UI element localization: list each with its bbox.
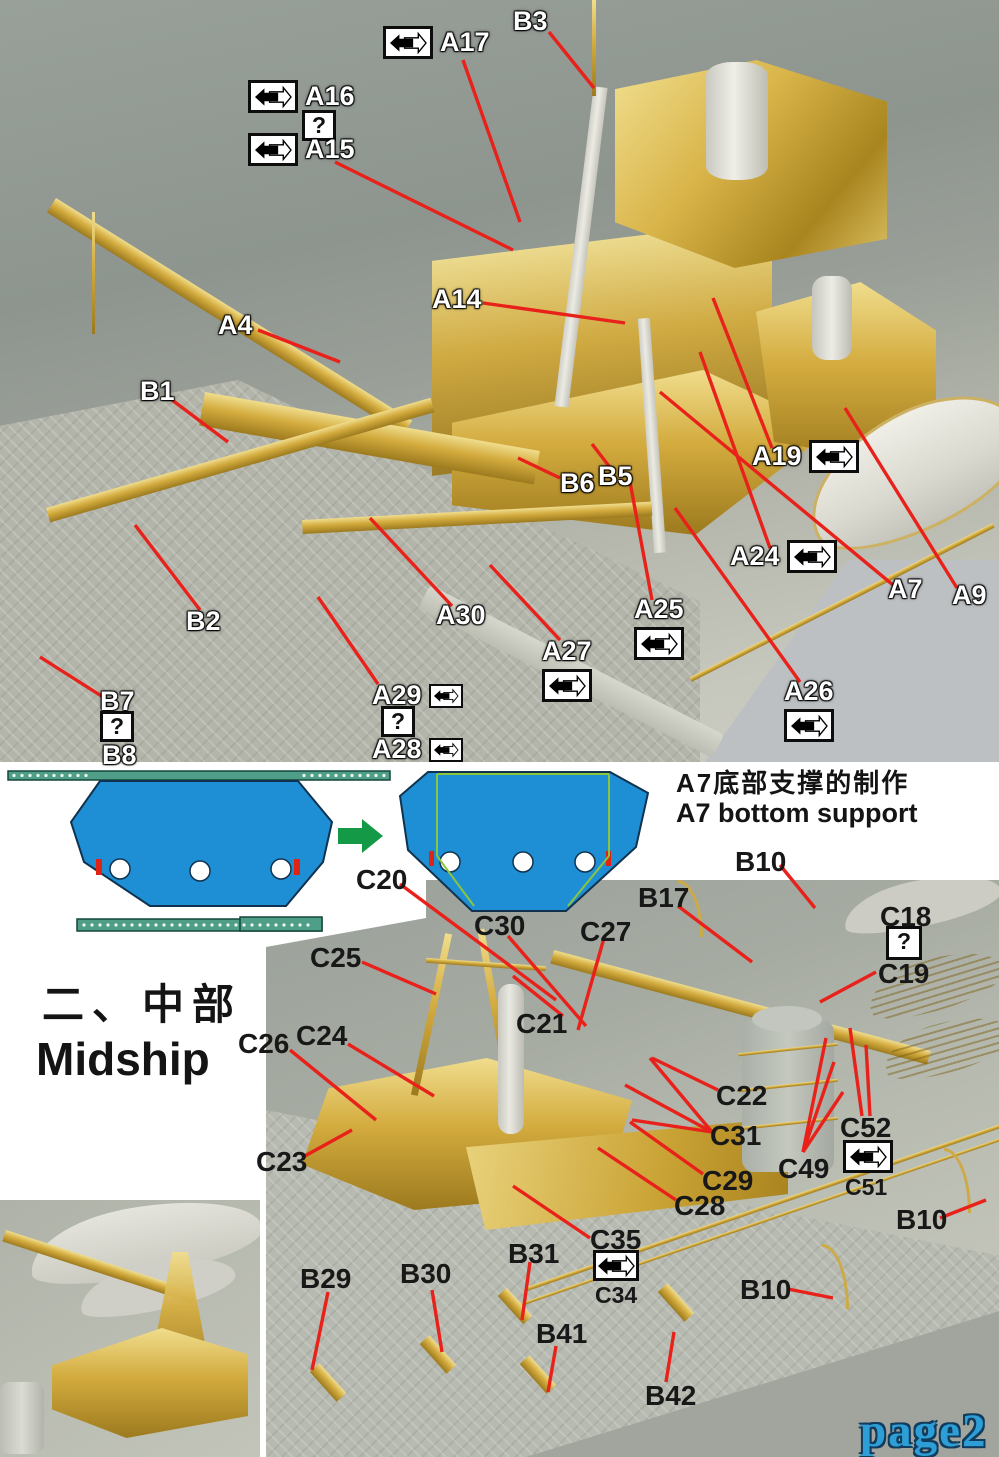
fold-icon	[808, 440, 859, 473]
crane-hook-cable	[92, 212, 95, 334]
part-label-b31: B31	[508, 1238, 560, 1269]
ventilator	[812, 276, 852, 360]
part-label-c25: C25	[310, 942, 362, 973]
part-label-c51: C51	[845, 1174, 888, 1200]
part-label-c27: C27	[580, 916, 632, 947]
etch-strip-bottom	[76, 918, 323, 932]
part-label-b10: B10	[735, 846, 787, 877]
part-label-c20: C20	[356, 864, 408, 895]
part-label-c35: C35	[590, 1224, 642, 1255]
inset-ventilator	[0, 1382, 44, 1454]
support-note-zh: A7底部支撑的制作	[676, 768, 910, 798]
part-label-a9: A9	[952, 580, 987, 610]
fold-icon	[593, 1250, 639, 1281]
fold-icon	[786, 540, 837, 573]
part-label-c26: C26	[238, 1028, 290, 1059]
part-label-b5: B5	[598, 461, 633, 491]
part-callout-a17: A17	[383, 26, 490, 59]
fold-icon	[428, 737, 463, 762]
part-label-b29: B29	[300, 1263, 352, 1294]
crane-kingpost	[498, 984, 524, 1134]
part-label-b1: B1	[140, 376, 175, 406]
transform-arrow	[338, 819, 383, 853]
question-icon: ?	[302, 110, 336, 141]
section-heading-zh: 二、中部	[42, 981, 243, 1028]
part-label-b7: B7	[100, 686, 135, 716]
fold-icon	[542, 669, 592, 702]
part-callout-a26: A26	[784, 678, 834, 742]
part-label-c19: C19	[878, 958, 930, 989]
funnel	[706, 62, 768, 180]
davit-2	[944, 1148, 971, 1213]
part-label-c28: C28	[674, 1190, 726, 1221]
director-tower-cap	[752, 1006, 822, 1032]
part-label-c29: C29	[702, 1165, 754, 1196]
part-label-a4: A4	[218, 310, 253, 340]
part-callout-a28: A28	[372, 736, 463, 763]
part-label-b30: B30	[400, 1258, 452, 1289]
inset-photo	[0, 1200, 260, 1457]
part-callout-a16: A16	[248, 80, 355, 113]
part-label-c23: C23	[256, 1146, 308, 1177]
fold-icon	[634, 627, 684, 660]
etch-strip-bottom-right	[239, 916, 323, 932]
part-callout-a19: A19	[752, 440, 859, 473]
part-label-c22: C22	[716, 1080, 768, 1111]
part-label-c30: C30	[474, 910, 526, 941]
support-note-en: A7 bottom support	[676, 798, 918, 828]
part-callout-a25: A25	[634, 596, 684, 660]
fold-icon	[843, 1140, 893, 1173]
fold-icon	[248, 133, 298, 166]
hull-section-before	[69, 780, 334, 907]
part-label-c31: C31	[710, 1120, 762, 1151]
fold-icon	[248, 80, 298, 113]
part-label-c49: C49	[778, 1153, 830, 1184]
part-label-c34: C34	[595, 1282, 638, 1308]
part-callout-a27: A27	[542, 638, 592, 702]
section-heading-en: Midship	[36, 1033, 210, 1085]
question-icon: ?	[100, 711, 134, 742]
question-icon: ?	[886, 926, 922, 960]
part-label-b2: B2	[186, 606, 221, 636]
fold-icon	[428, 683, 463, 708]
fold-icon	[784, 709, 834, 742]
fold-icon	[383, 26, 433, 59]
part-label-a7: A7	[888, 574, 923, 604]
part-label-b3: B3	[513, 6, 548, 36]
part-label-c24: C24	[296, 1020, 348, 1051]
part-label-c21: C21	[516, 1008, 568, 1039]
part-label-b17: B17	[638, 882, 690, 913]
topmast	[592, 0, 596, 96]
part-label-b10-right: B10	[896, 1204, 948, 1235]
part-label-c18: C18	[880, 901, 932, 932]
inset-gold-deckhouse	[52, 1328, 248, 1438]
part-label-c52: C52	[840, 1112, 892, 1143]
part-label-b6: B6	[560, 468, 595, 498]
part-label-b41: B41	[536, 1318, 588, 1349]
part-label-b8: B8	[102, 740, 137, 770]
question-icon: ?	[381, 706, 415, 737]
part-label-b42: B42	[645, 1380, 697, 1411]
part-callout-a29: A29	[372, 682, 463, 709]
part-label-a14: A14	[432, 284, 482, 314]
part-callout-a24: A24	[730, 540, 837, 573]
part-callout-a15: A15	[248, 133, 355, 166]
page-number: page2	[860, 1405, 988, 1457]
etch-strip-top	[7, 770, 391, 781]
part-label-a30: A30	[436, 600, 486, 630]
part-label-b10-mid: B10	[740, 1274, 792, 1305]
